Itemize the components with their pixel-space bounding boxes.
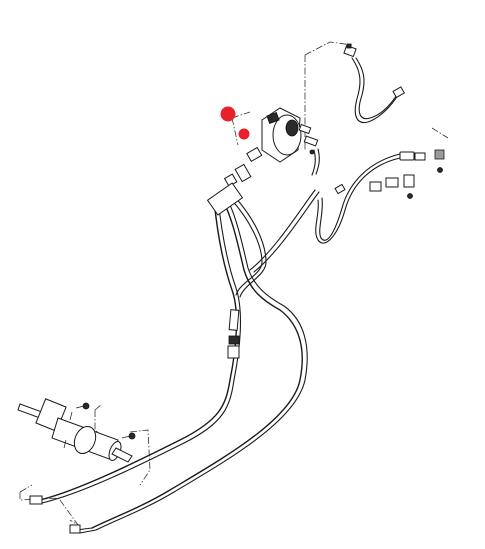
fitting-icon <box>69 524 81 534</box>
pump-assembly-icon <box>223 107 319 188</box>
right-fitting-hose <box>315 149 445 244</box>
fitting-icon <box>399 151 415 161</box>
callout-large[interactable] <box>220 106 236 122</box>
bolt-icon <box>437 167 443 173</box>
fitting-icon <box>234 163 252 183</box>
bolt-icon <box>309 149 315 155</box>
fitting-icon <box>385 177 399 188</box>
upper-right-hose <box>343 43 406 124</box>
fitting-icon <box>246 146 263 163</box>
fitting-icon <box>228 309 240 331</box>
fitting-icon <box>228 335 240 345</box>
hose-bundle <box>29 148 320 534</box>
fitting-icon <box>303 135 319 147</box>
hydraulic-cylinder-icon <box>17 398 136 463</box>
fitting-icon <box>369 181 382 192</box>
bolt-icon <box>346 43 352 49</box>
fitting-icon <box>392 86 406 99</box>
fitting-icon <box>227 345 240 359</box>
fitting-icon <box>434 149 445 160</box>
fitting-icon <box>334 183 346 195</box>
bolt-icon <box>407 193 413 199</box>
fitting-icon <box>29 495 43 505</box>
fitting-icon <box>403 174 415 188</box>
fitting-icon <box>414 152 426 161</box>
callout-small[interactable] <box>238 128 250 140</box>
